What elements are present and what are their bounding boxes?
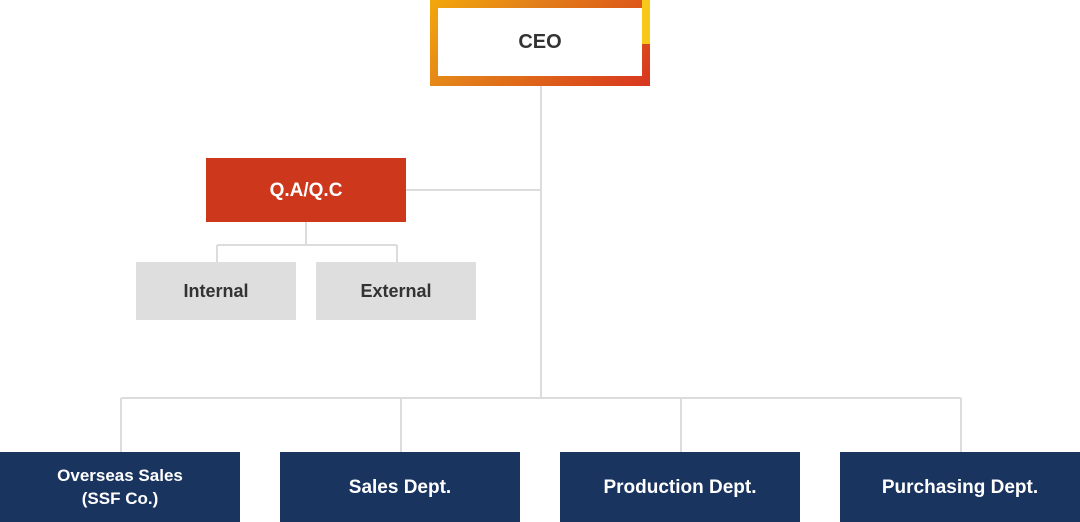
sales-dept-node: Sales Dept. xyxy=(280,452,520,522)
purchasing-dept-node: Purchasing Dept. xyxy=(840,452,1080,522)
overseas-sales-node: Overseas Sales (SSF Co.) xyxy=(0,452,240,522)
internal-node: Internal xyxy=(136,262,296,320)
production-dept-node: Production Dept. xyxy=(560,452,800,522)
external-node: External xyxy=(316,262,476,320)
ceo-node: CEO xyxy=(438,8,642,76)
qa-qc-node: Q.A/Q.C xyxy=(206,158,406,222)
